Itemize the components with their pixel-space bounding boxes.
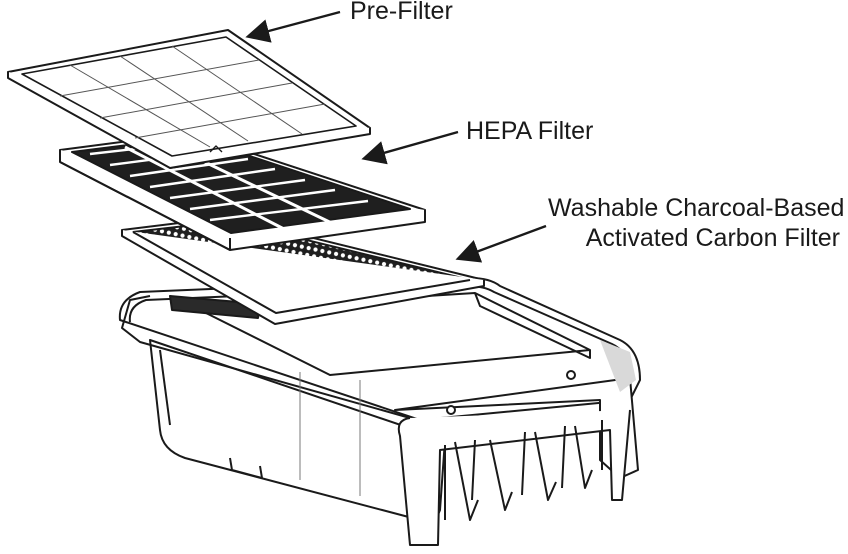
hepa-filter-label: HEPA Filter [466,117,594,145]
purifier-housing [118,277,641,546]
leader-arrows [245,10,547,263]
carbon-filter-label: Washable Charcoal-Based Activated Carbon… [548,193,845,253]
pre-filter [7,29,371,169]
pre-filter-label: Pre-Filter [350,0,453,25]
hepa-filter-arrow [361,130,459,165]
carbon-filter-arrow [455,224,547,263]
carbon-filter-label-line2: Activated Carbon Filter [585,224,840,252]
carbon-filter-label-line1: Washable Charcoal-Based [548,194,845,222]
pre-filter-arrow [245,10,341,43]
